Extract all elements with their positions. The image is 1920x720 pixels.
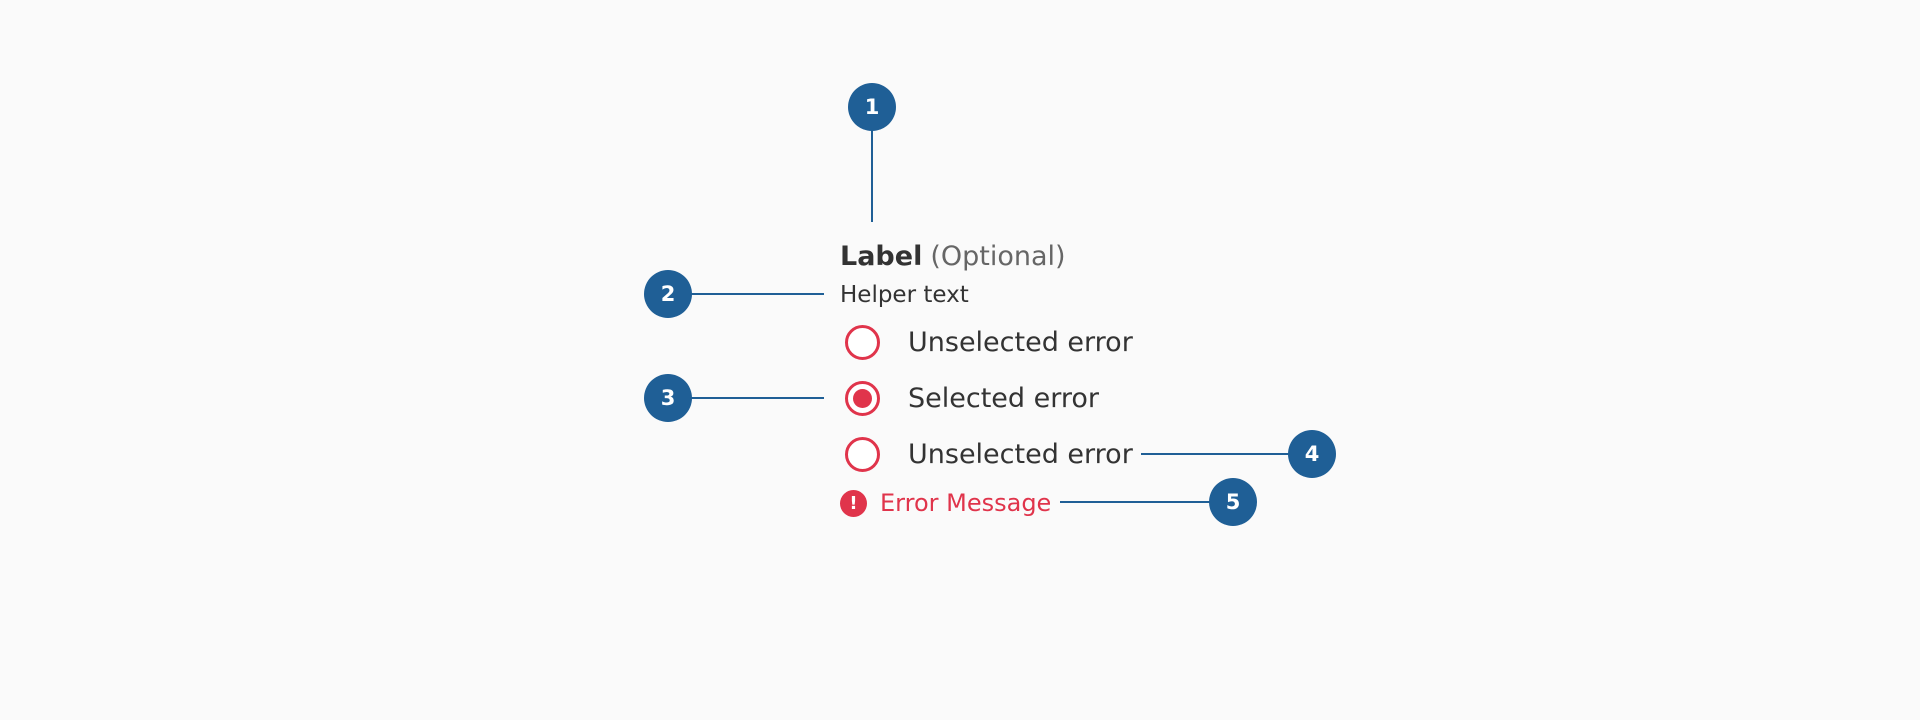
callout-badge-1: 1 bbox=[848, 83, 896, 131]
radio-option-unselected-error-1[interactable]: Unselected error bbox=[845, 324, 1133, 360]
callout-badge-2: 2 bbox=[644, 270, 692, 318]
radio-selected-dot bbox=[853, 388, 872, 408]
callout-1-connector bbox=[871, 108, 873, 222]
error-message: ! Error Message bbox=[840, 488, 1051, 518]
helper-text: Helper text bbox=[840, 282, 969, 308]
error-message-text: Error Message bbox=[880, 489, 1052, 517]
callout-2-connector bbox=[667, 293, 824, 295]
radio-option-label: Unselected error bbox=[908, 326, 1133, 358]
radio-button-selected[interactable] bbox=[845, 380, 880, 416]
radio-option-label: Selected error bbox=[908, 382, 1099, 414]
radio-option-unselected-error-2[interactable]: Unselected error bbox=[845, 436, 1133, 472]
callout-badge-5: 5 bbox=[1209, 478, 1257, 526]
callout-5-connector bbox=[1060, 501, 1234, 503]
callout-3-connector bbox=[667, 397, 824, 399]
field-label-text: Label bbox=[840, 241, 923, 272]
radio-option-label: Unselected error bbox=[908, 438, 1133, 470]
radio-button-unselected[interactable] bbox=[845, 436, 880, 472]
callout-4-connector bbox=[1141, 453, 1313, 455]
callout-badge-3: 3 bbox=[644, 374, 692, 422]
radio-option-selected-error[interactable]: Selected error bbox=[845, 380, 1099, 416]
field-label: Label(Optional) bbox=[840, 241, 1066, 272]
optional-indicator: (Optional) bbox=[930, 241, 1066, 272]
callout-badge-4: 4 bbox=[1288, 430, 1336, 478]
radio-button-unselected[interactable] bbox=[845, 324, 880, 360]
exclamation-icon: ! bbox=[840, 489, 867, 517]
